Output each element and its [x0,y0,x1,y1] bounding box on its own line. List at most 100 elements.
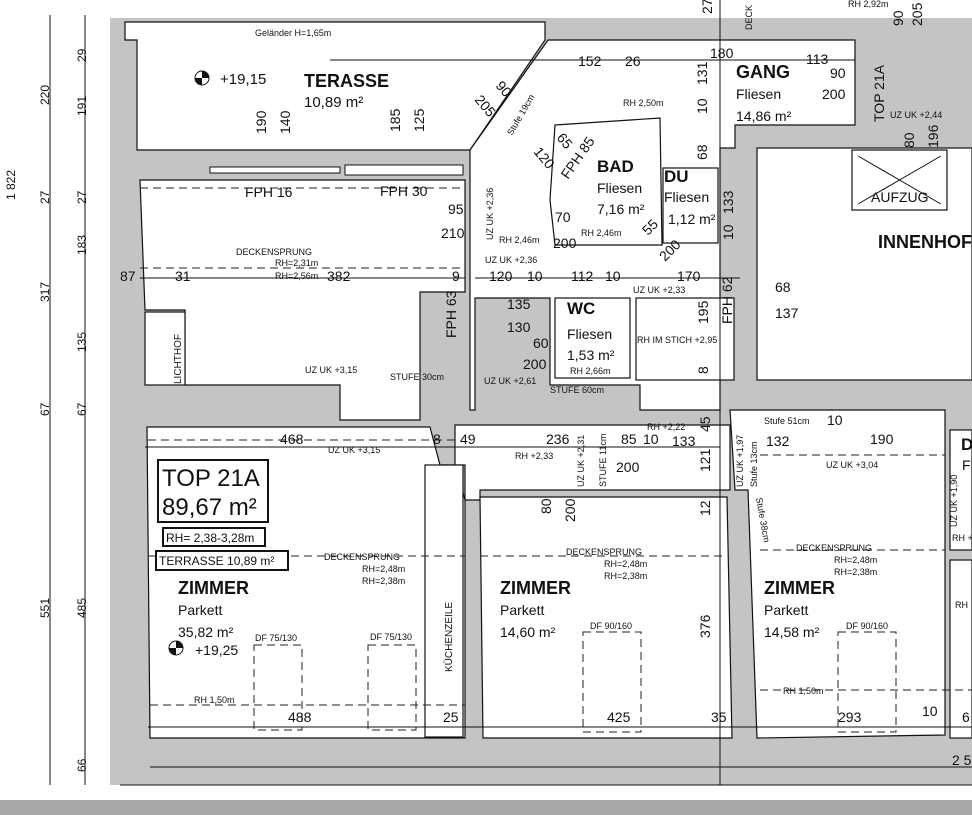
footer-bar [0,800,972,815]
dim: 205 [909,2,925,26]
living-labels: DECKENSPRUNG RH=2,31m RH=2,56m 382 87 31… [120,201,465,384]
dim: 185 [387,108,403,132]
dim: 317 [38,282,52,302]
room-area: 10,89 m² [304,94,363,111]
dim: 425 [607,709,631,725]
dim: 27 [75,190,89,204]
room-floor: Fl [962,457,972,473]
dim: 85 [621,431,637,447]
rh-label: RH 2,92m [848,0,889,9]
room-floor: Fliesen [736,86,781,102]
uzuk-label: UZ UK +3,15 [328,445,380,455]
step-label: STUFE 60cm [550,385,604,395]
dim: 68 [694,144,710,160]
dim: 10 [720,224,736,240]
rh-label: RH +2,33 [515,451,553,461]
dim: 113 [806,51,829,67]
room-name: BAD [597,157,634,176]
dim: 200 [562,498,578,522]
dim: 137 [775,305,799,321]
room-floor: Parkett [178,602,222,618]
roof-window-label: DF 90/160 [590,621,632,631]
room-floor: Fliesen [567,326,612,342]
room-name: ZIMMER [178,578,249,598]
uzuk-label: UZ UK +3,15 [305,365,357,375]
dim: 376 [697,614,713,638]
partial-room [949,559,972,739]
wc-labels: WC Fliesen 1,53 m² RH 2,66m 112 10 [567,268,621,376]
room-area: 14,86 m² [736,108,792,124]
dim: 183 [75,235,89,255]
room-area: 14,58 m² [764,624,820,640]
fph-label: FPH 16 [245,184,293,200]
dim: 68 [775,279,791,295]
fph-label: FPH 62 [719,276,735,324]
room-name: GANG [736,62,790,82]
dim: 10 [694,98,710,114]
dim: 35 [711,709,727,725]
dim: 468 [280,431,304,447]
dim: 152 [578,53,602,69]
terrace-labels: Geländer H=1,65m +19,15 TERASSE 10,89 m²… [220,28,428,200]
dim: 12 [697,500,713,516]
terrace-box [155,550,289,571]
dim: 130 [507,319,531,335]
dim: 132 [766,433,790,449]
rh-label: RH=2,48m [362,564,405,574]
dim: 196 [925,124,941,148]
dim: 10 [643,431,659,447]
dim: 190 [870,431,894,447]
unit-name: TOP 21A [162,465,260,492]
gang-labels: GANG Fliesen 14,86 m² 113 90 200 TOP 21A… [736,51,972,252]
dim: 27 [699,0,715,14]
ceiling-label: DECKENSPRUNG [324,552,400,562]
top-partial-labels: RH 2,92m 90 205 27 DECK [699,0,925,30]
dim: 131 [694,61,710,85]
dim: 90 [830,65,846,81]
dim: 10 [527,268,543,284]
dim: 29 [75,48,89,62]
dim: 125 [411,108,427,132]
dim: 80 [538,498,554,514]
uzuk-label: UZ UK +2,44 [890,110,942,120]
uzuk-label: UZ UK +1,90 [949,475,959,527]
room-area: 1,53 m² [567,347,615,363]
dim: 195 [695,300,711,324]
step-label: Stufe 13cm [749,441,759,487]
dim: 551 [38,598,52,618]
rh-label: RH +2,22 [647,422,685,432]
dim: 140 [277,110,293,134]
room-name: WC [567,299,595,318]
dim: 95 [448,201,464,217]
dim: 26 [625,53,641,69]
uzuk-label: UZ UK +2,36 [485,188,495,240]
dim: 190 [253,110,269,134]
level-label: +19,25 [195,642,238,658]
bathroom-area [635,297,735,381]
room-area: 14,60 m² [500,624,556,640]
dim: 485 [75,598,89,618]
dim: 45 [697,416,713,432]
unit-door-label: TOP 21A [871,64,887,122]
dim: 31 [175,268,191,284]
rh-label: RH IM STICH +2,95 [637,335,717,345]
room-floor: Parkett [500,602,544,618]
level-marker-icon [194,70,210,86]
dim: 120 [489,268,513,284]
room1-labels: ZIMMER Parkett 35,82 m² +19,25 DECKENSPR… [178,552,459,725]
ceiling-label: DECKENSPRUNG [566,547,642,557]
dim: 112 [571,268,594,284]
dim: 191 [75,96,89,116]
dimension-lines [49,0,972,800]
summary-labels: TOP 21A 89,67 m² RH= 2,38-3,28m TERRASSE… [159,465,274,568]
lichthof-label: LICHTHOF [173,334,184,384]
rh-label: RH 1,50m [194,695,235,705]
rh-label: RH=2,48m [834,555,877,565]
kitchen-label: KÜCHENZEILE [443,602,455,672]
dim: 66 [75,758,89,772]
partial-room [949,429,972,551]
level-marker-icon [168,640,184,656]
uzuk-label: UZ UK +1,97 [735,435,745,487]
dim: 236 [546,431,570,447]
dim: 80 [901,132,917,148]
